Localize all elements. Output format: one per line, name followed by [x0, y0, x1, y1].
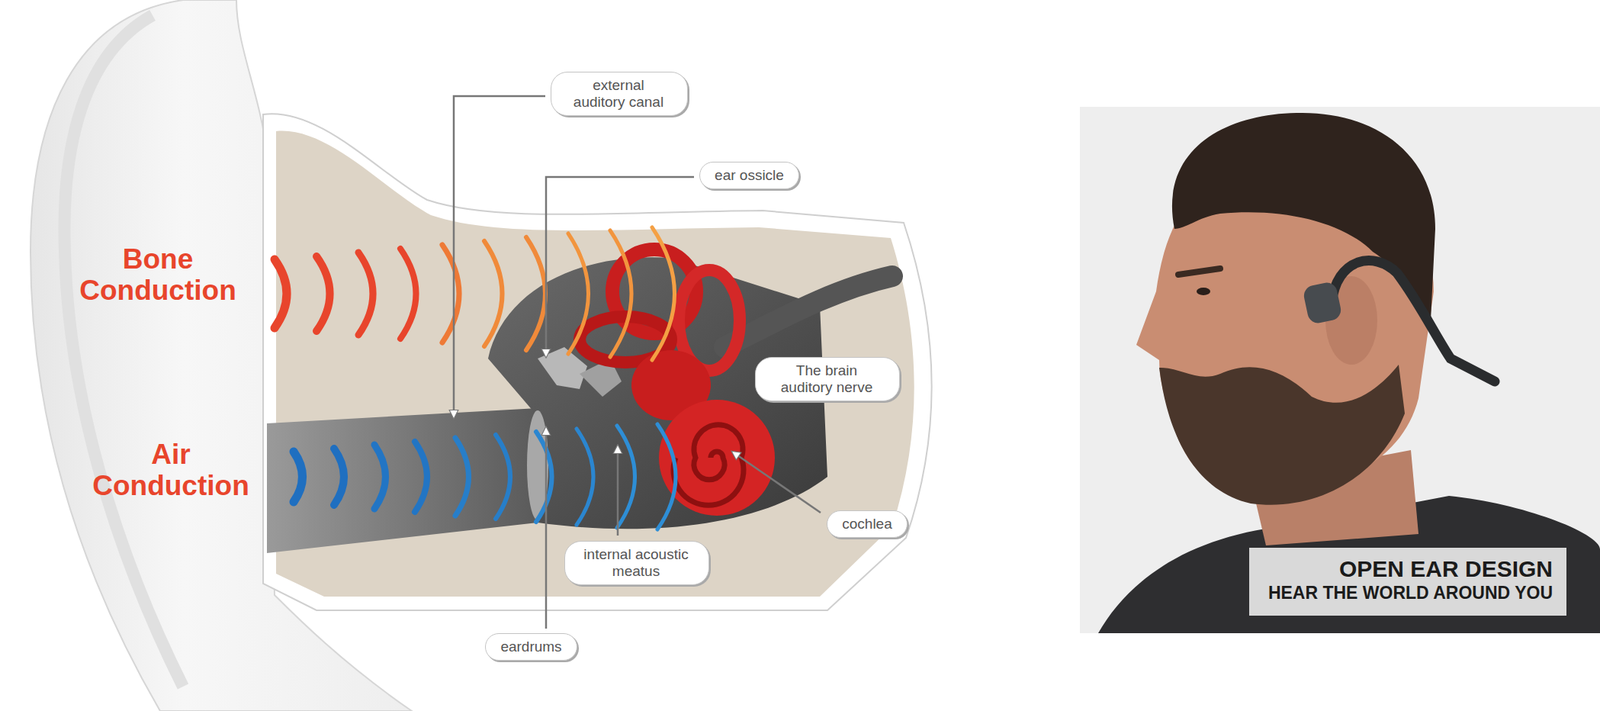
product-photo: [1172, 112, 1436, 321]
air-conduction-waves: [455, 437, 470, 516]
air-conduction-waves: [374, 444, 386, 509]
air-conduction-waves: [536, 431, 553, 522]
ear-canal: [266, 408, 538, 553]
air-conduction-waves: [414, 441, 428, 512]
callout-text: ear ossicle: [713, 167, 785, 184]
bone-section: [263, 113, 932, 611]
callout-pill: eardrums: [485, 632, 578, 661]
callout-pill: external auditory canal: [550, 71, 688, 116]
bone-conduction-waves: [484, 240, 503, 347]
callout-text: external auditory canal: [565, 77, 672, 111]
callout-text: eardrums: [499, 638, 563, 656]
product-photo: [1301, 280, 1343, 325]
leader-lines: [453, 96, 546, 418]
bone-conduction-waves: [274, 227, 675, 360]
inner-ear: [673, 424, 744, 505]
air-conduction-waves: [293, 451, 303, 502]
air-conduction-waves: [334, 448, 344, 505]
bone-conduction-waves: [442, 244, 460, 343]
bone-conduction-waves: [358, 252, 373, 335]
product-photo: [1196, 287, 1211, 296]
bone-section: [263, 113, 932, 611]
callout-pill: cochlea: [826, 510, 908, 538]
caption-subheading: HEAR THE WORLD AROUND YOU: [1265, 582, 1553, 605]
product-photo: [1159, 364, 1405, 505]
auditory-nerve: [724, 276, 893, 347]
caption-band: OPEN EAR DESIGNHEAR THE WORLD AROUND YOU: [1249, 547, 1567, 616]
conduction-label: Bone Conduction: [62, 244, 254, 306]
callout-pill: ear ossicle: [699, 161, 800, 190]
callout-text: cochlea: [841, 515, 894, 533]
bone-conduction-waves: [274, 259, 287, 328]
callout-pill: internal acoustic meatus: [564, 540, 710, 585]
product-photo: [1331, 260, 1495, 382]
air-conduction-waves: [576, 428, 594, 525]
callout-pill: The brain auditory nerve: [755, 356, 900, 402]
product-photo: [1178, 268, 1221, 275]
leader-lines: [546, 176, 694, 357]
bone-conduction-waves: [610, 230, 632, 357]
caption-heading: OPEN EAR DESIGN: [1265, 555, 1553, 583]
leader-lines: [732, 451, 821, 513]
air-conduction-waves: [616, 425, 636, 528]
callout-text: internal acoustic meatus: [578, 546, 694, 580]
bone-conduction-waves: [652, 227, 675, 360]
auditory-nerve: [724, 276, 893, 347]
callout-text: The brain auditory nerve: [769, 362, 884, 396]
leader-lines: [545, 427, 548, 629]
ear-canal: [266, 408, 538, 553]
product-photo: [1079, 106, 1600, 633]
bone-conduction-waves: [568, 233, 589, 354]
outer-ear: [64, 15, 184, 687]
bone-conduction-waves: [316, 256, 331, 331]
bone-conduction-waves: [526, 237, 546, 351]
conduction-label: Air Conduction: [75, 439, 267, 502]
air-conduction-waves: [657, 424, 676, 530]
inner-ear: [658, 399, 775, 516]
bone-conduction-waves: [400, 248, 417, 339]
air-conduction-waves: [495, 434, 511, 519]
leader-lines: [616, 445, 620, 536]
product-photo: [1079, 106, 1600, 633]
